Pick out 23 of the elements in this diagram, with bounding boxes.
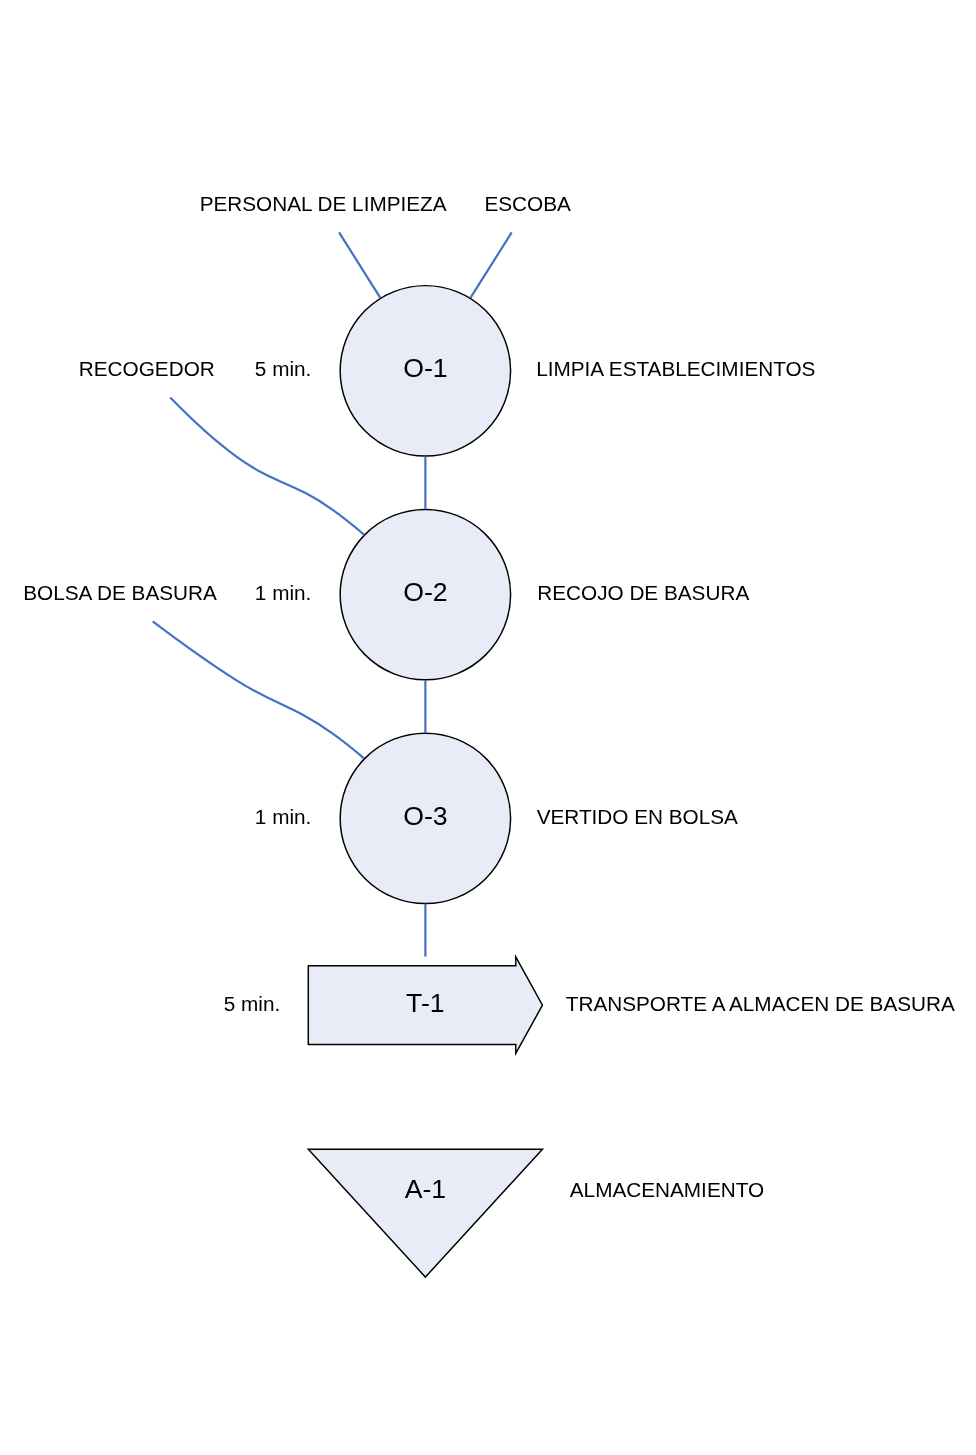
node-text: PERSONAL DE LIMPIEZA <box>199 191 447 215</box>
connector <box>424 903 427 957</box>
node-label: TRANSPORTE A ALMACEN DE BASURA <box>565 991 955 1015</box>
connector <box>424 455 427 509</box>
node-label: RECOJO DE BASURA <box>537 580 750 604</box>
node-text: BOLSA DE BASURA <box>23 580 217 604</box>
node-label: 1 min. <box>254 804 312 828</box>
node-label: 5 min. <box>254 356 312 380</box>
connector <box>424 679 427 733</box>
node-label: 1 min. <box>254 580 312 604</box>
node-text: RECOGEDOR <box>78 356 215 380</box>
node-text: ESCOBA <box>484 191 571 215</box>
connector <box>169 396 365 536</box>
node-circle: O-2 <box>339 508 512 681</box>
node-label: 5 min. <box>223 991 281 1015</box>
node-label: VERTIDO EN BOLSA <box>536 804 738 828</box>
connector <box>152 620 365 759</box>
node-circle: O-1 <box>339 284 512 457</box>
node-label: LIMPIA ESTABLECIMIENTOS <box>536 356 816 380</box>
node-label: ALMACENAMIENTO <box>569 1177 765 1201</box>
connector <box>338 231 382 299</box>
connector <box>469 231 513 299</box>
node-circle: O-3 <box>339 731 512 904</box>
